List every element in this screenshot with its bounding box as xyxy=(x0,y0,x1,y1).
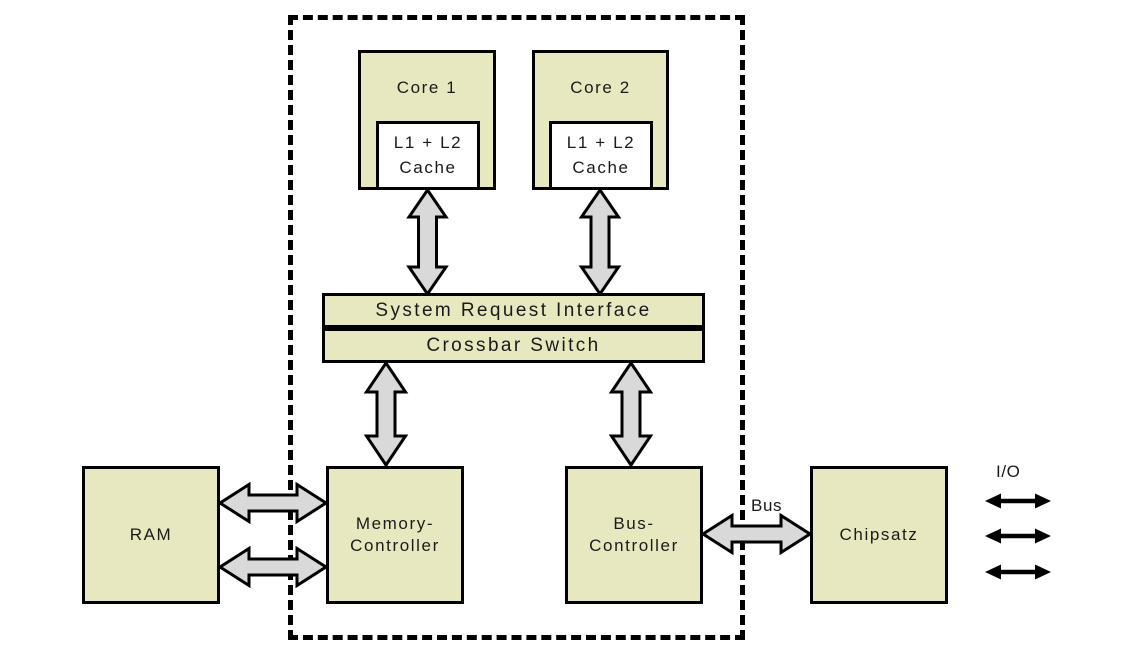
crossbar-switch-label: Crossbar Switch xyxy=(426,334,601,356)
block-core-1-cache[interactable]: L1 + L2 Cache xyxy=(376,121,480,190)
block-crossbar-switch[interactable]: Crossbar Switch xyxy=(322,328,705,363)
block-chipset[interactable]: Chipsatz xyxy=(810,466,948,604)
chipset-io-arrow-1 xyxy=(985,493,1051,509)
busctrl-chipset-arrow xyxy=(700,512,813,556)
core-2-cache-line-1: L1 + L2 xyxy=(566,132,636,152)
core-2-cache-line-2: Cache xyxy=(572,157,630,177)
bus-controller-label-line-1: Bus- xyxy=(613,513,655,533)
core-1-cache-line-2: Cache xyxy=(399,157,457,177)
chipset-io-arrows xyxy=(985,493,1051,580)
crossbar-busctrl-arrow xyxy=(608,360,654,468)
crossbar-memctrl-arrow xyxy=(363,360,409,468)
core2-sri-arrow xyxy=(578,187,622,297)
bus-connection-label: Bus xyxy=(751,496,783,515)
core-2-label: Core 2 xyxy=(570,78,631,97)
block-core-2-cache[interactable]: L1 + L2 Cache xyxy=(549,121,653,190)
ram-memctrl-arrow-upper xyxy=(217,481,329,525)
core-1-cache-line-1: L1 + L2 xyxy=(393,132,463,152)
system-request-interface-label: System Request Interface xyxy=(375,299,652,321)
bus-controller-label-line-2: Controller xyxy=(589,536,679,555)
memory-controller-label-line-2: Controller xyxy=(350,536,440,555)
block-system-request-interface[interactable]: System Request Interface xyxy=(322,293,705,328)
chipset-io-arrow-3 xyxy=(985,564,1051,580)
memory-controller-label-line-1: Memory- xyxy=(355,513,435,533)
ram-label: RAM xyxy=(129,524,173,544)
core-1-label: Core 1 xyxy=(396,78,458,97)
block-memory-controller[interactable]: Memory- Controller xyxy=(326,466,464,604)
chipset-label: Chipsatz xyxy=(839,524,919,544)
core1-sri-arrow xyxy=(406,187,449,297)
io-connection-label: I/O xyxy=(996,462,1021,481)
block-ram[interactable]: RAM xyxy=(82,466,220,604)
block-bus-controller[interactable]: Bus- Controller xyxy=(565,466,703,604)
ram-memctrl-arrow-lower xyxy=(217,545,329,589)
chipset-io-arrow-2 xyxy=(985,528,1051,544)
